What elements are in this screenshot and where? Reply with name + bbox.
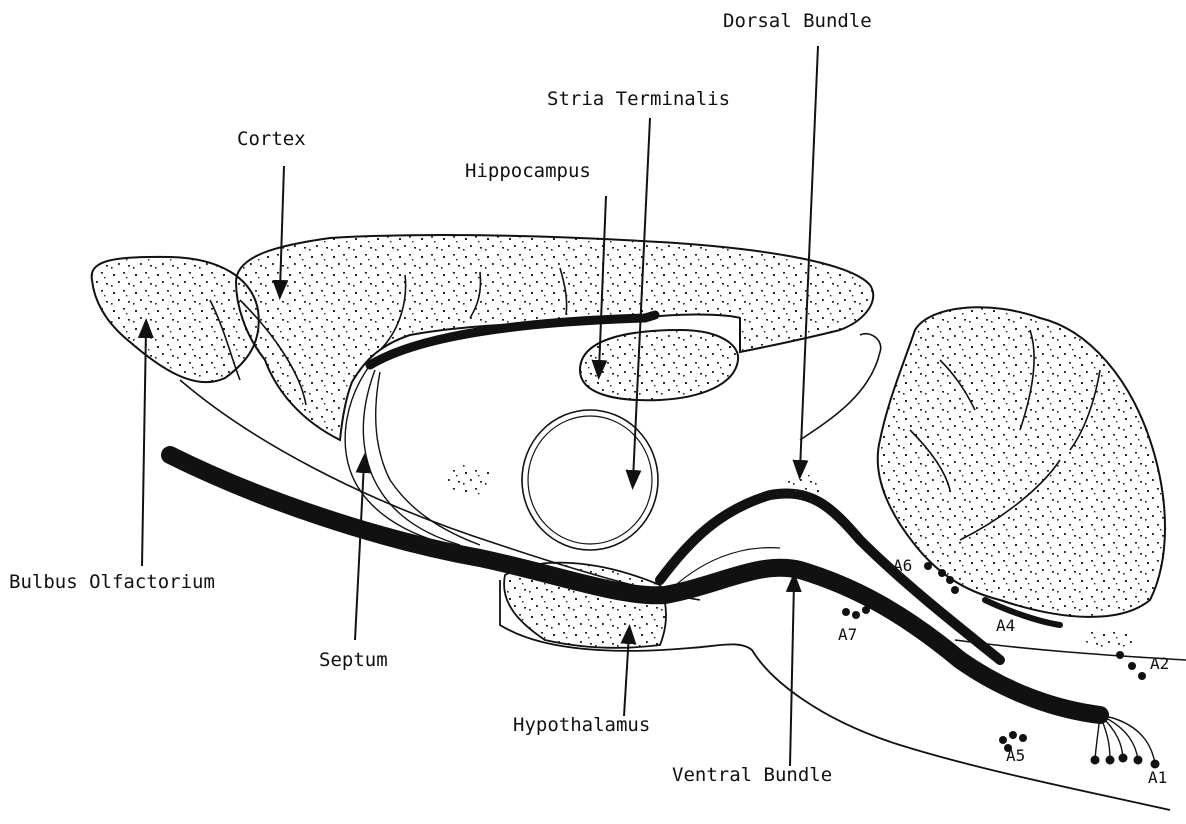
cortex-outline: [236, 235, 873, 440]
cell-group-a7: [842, 606, 870, 619]
septum-label: Septum: [319, 651, 388, 670]
fiber-terminal-cluster-1: [448, 464, 492, 496]
bulbus-olfactorium-label: Bulbus Olfactorium: [9, 573, 215, 592]
cell-group-a2: [1116, 651, 1146, 680]
a7-label: A7: [838, 627, 857, 643]
brainstem-dorsal-outline: [800, 334, 881, 440]
a5-label: A5: [1006, 748, 1025, 764]
a2-label: A2: [1150, 656, 1169, 672]
hypothalamus-label: Hypothalamus: [513, 716, 650, 735]
cell-group-a1: [1091, 754, 1160, 769]
a6-label: A6: [893, 558, 912, 574]
septal-fibers-2: [363, 370, 460, 545]
cerebellum-outline: [878, 307, 1165, 617]
cortex-label: Cortex: [237, 130, 306, 149]
a1-label: A1: [1148, 770, 1167, 786]
ventral-bundle-pointer: [790, 582, 794, 766]
stria-terminalis-label: Stria Terminalis: [547, 90, 730, 109]
bulbus-olfactorium-pointer: [142, 328, 146, 566]
fiber-terminal-cluster-3: [1084, 628, 1136, 648]
label-pointers: [142, 46, 818, 766]
a4-label: A4: [996, 618, 1015, 634]
fiber-terminal-cluster-2: [785, 473, 825, 503]
ventral-bundle-label: Ventral Bundle: [672, 766, 832, 785]
dorsal-bundle-label: Dorsal Bundle: [723, 12, 872, 31]
stria-terminalis-loop: [522, 410, 658, 550]
hippocampus-label: Hippocampus: [465, 162, 591, 181]
hippocampus-outline: [580, 330, 738, 400]
